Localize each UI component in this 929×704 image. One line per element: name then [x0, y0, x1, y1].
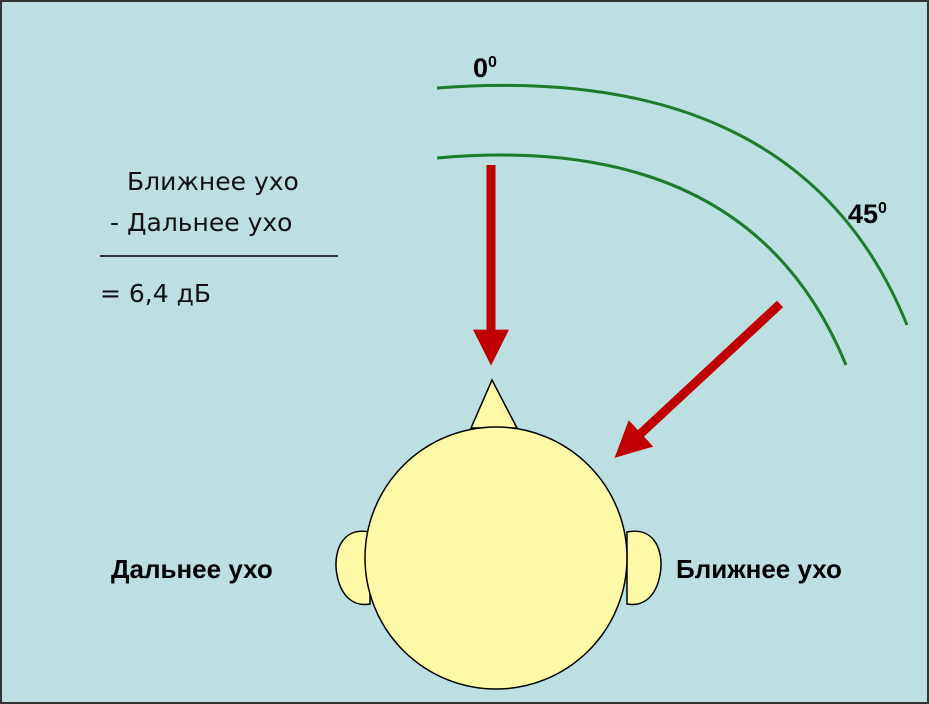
formula-result: = 6,4 дБ: [100, 279, 211, 308]
formula-line-far-ear: - Дальнее ухо: [110, 208, 292, 237]
near-ear-label: Ближнее ухо: [676, 554, 842, 584]
outer-arc: [436, 83, 909, 326]
angle-45-value: 45: [848, 199, 878, 229]
angle-zero-value: 0: [473, 53, 488, 83]
angle-45-degree: 0: [878, 200, 887, 217]
angle-45-label: 450: [848, 199, 887, 229]
formula-line-near-ear: Ближнее ухо: [127, 167, 299, 196]
inner-arc: [436, 153, 848, 366]
far-ear-shape: [335, 530, 371, 606]
far-ear-label: Дальнее ухо: [111, 554, 273, 584]
angle-zero-label: 00: [473, 53, 497, 83]
arrow-45-degrees: [614, 300, 784, 458]
near-ear-shape: [626, 530, 662, 606]
head: [364, 426, 628, 690]
angle-zero-degree: 0: [488, 54, 497, 71]
